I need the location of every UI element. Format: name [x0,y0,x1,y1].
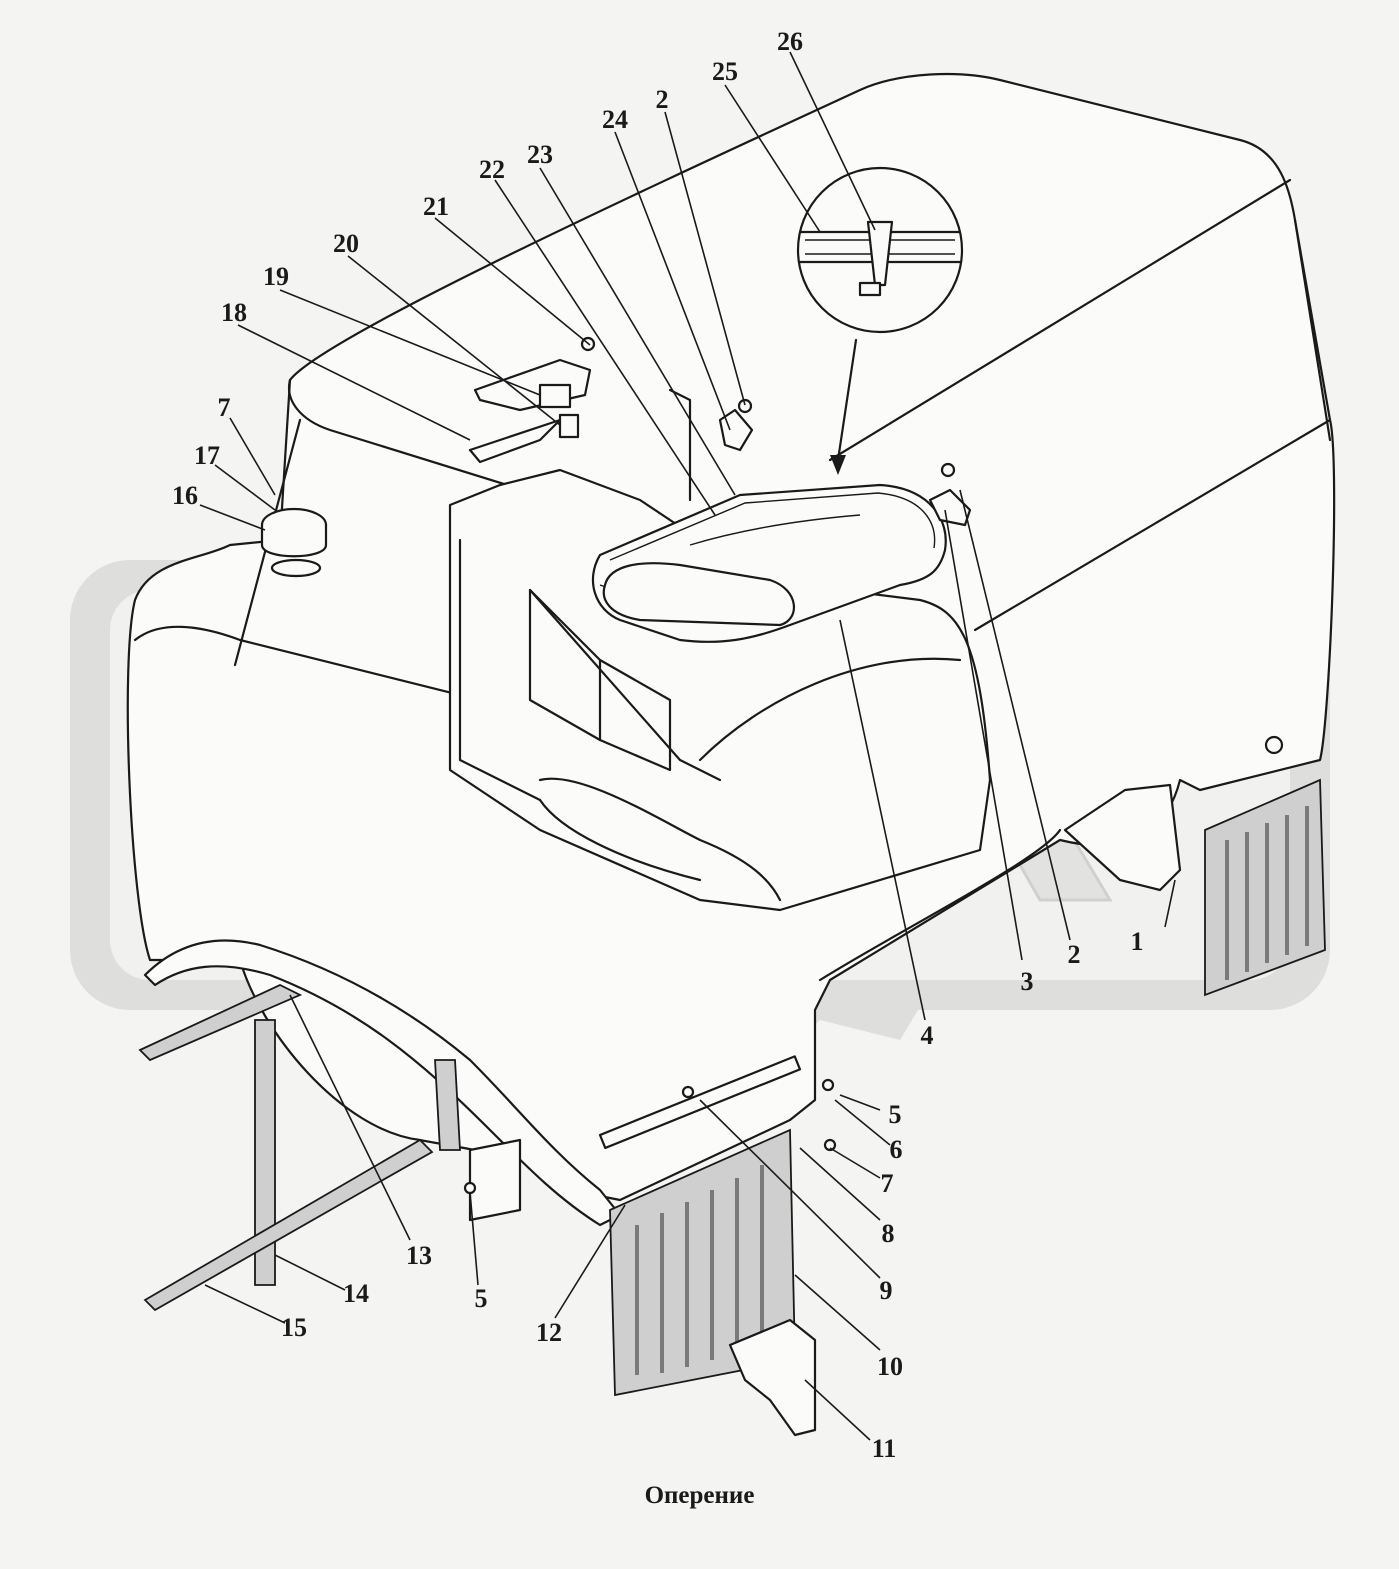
callout-11: 11 [872,1434,897,1463]
side-bolt [1264,735,1284,755]
callout-12: 12 [536,1318,562,1347]
callout-5-left: 5 [475,1284,488,1313]
callout-2-right: 2 [1068,940,1081,969]
callout-8: 8 [882,1219,895,1248]
callout-21: 21 [423,192,449,221]
callout-24: 24 [602,105,628,134]
callout-4: 4 [921,1021,934,1050]
leader-lines [199,51,1176,1441]
callout-9: 9 [880,1276,893,1305]
figure-caption: Оперение [644,1482,755,1509]
callout-20: 20 [333,229,359,258]
detail-inset [796,166,964,475]
callout-5-right: 5 [889,1100,902,1129]
fender-arch [138,939,622,1312]
hinge-parts [718,398,972,527]
callout-10: 10 [877,1352,903,1381]
service-hatch [591,483,947,643]
callout-23: 23 [527,140,553,169]
callout-6: 6 [890,1135,903,1164]
callout-17: 17 [194,441,220,470]
callout-14: 14 [343,1279,369,1308]
callout-13: 13 [406,1241,432,1270]
right-mudguard [1063,778,1326,997]
callout-7-left: 7 [218,393,231,422]
callout-1: 1 [1131,927,1144,956]
callout-18: 18 [221,298,247,327]
callout-labels: 26 25 2 24 23 22 21 20 19 18 7 17 16 1 2… [172,27,1144,1463]
callout-26: 26 [777,27,803,56]
callout-16: 16 [172,481,198,510]
side-lamp [260,507,328,578]
latch-assembly [468,336,596,464]
front-mudguard [463,1055,837,1437]
callout-22: 22 [479,155,505,184]
callout-2-top: 2 [656,85,669,114]
callout-19: 19 [263,262,289,291]
callout-7-right: 7 [881,1169,894,1198]
callout-15: 15 [281,1313,307,1342]
callout-3: 3 [1021,967,1034,996]
callout-25: 25 [712,57,738,86]
